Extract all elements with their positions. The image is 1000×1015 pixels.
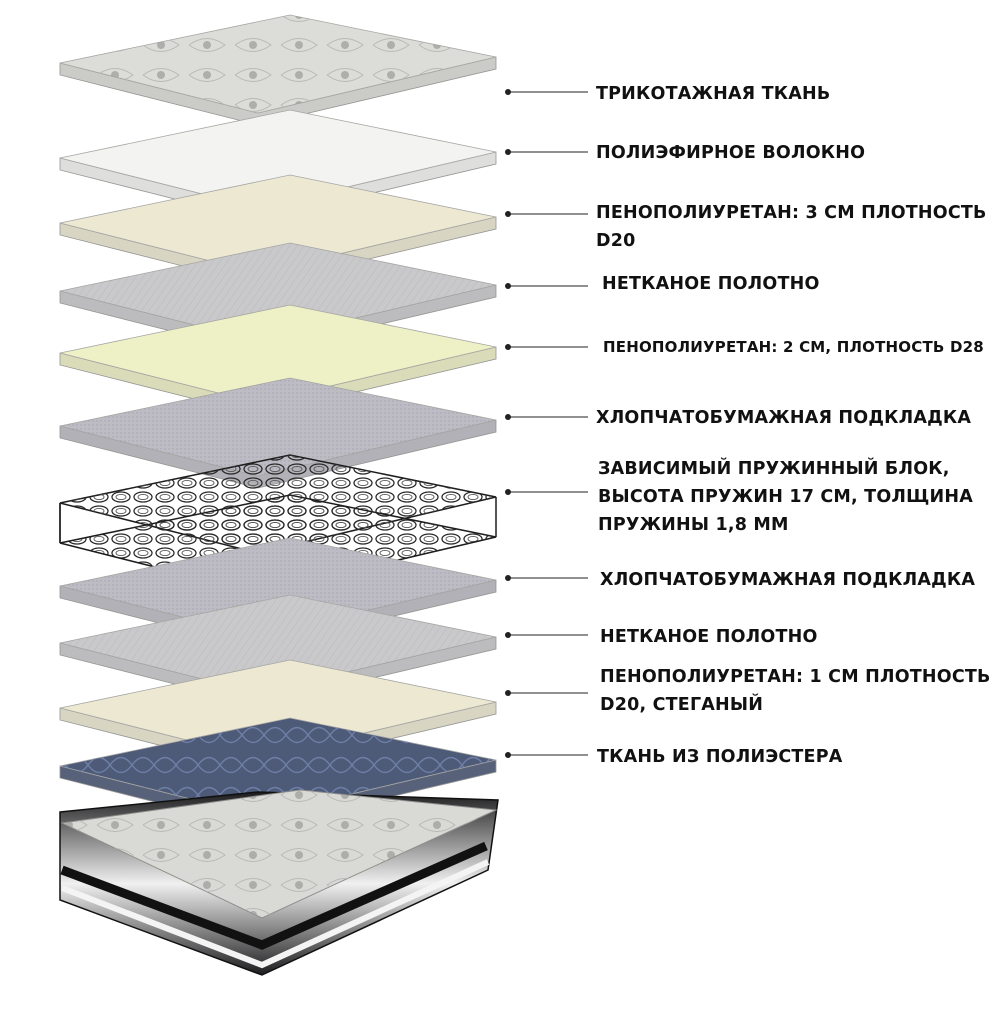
assembled-mattress <box>59 789 499 976</box>
layer-1-knitted-fabric <box>59 14 497 126</box>
layer-label: ПЕНОПОЛИУРЕТАН: 2 СМ, ПЛОТНОСТЬ D28 <box>603 338 984 356</box>
layer-label: ПОЛИЭФИРНОЕ ВОЛОКНО <box>596 143 866 163</box>
layer-label: ХЛОПЧАТОБУМАЖНАЯ ПОДКЛАДКА <box>600 570 976 590</box>
layer-label: ТКАНЬ ИЗ ПОЛИЭСТЕРА <box>597 747 843 767</box>
layer-label: ПЕНОПОЛИУРЕТАН: 1 СМ ПЛОТНОСТЬ D20, СТЕГ… <box>600 667 991 715</box>
layer-label: НЕТКАНОЕ ПОЛОТНО <box>600 627 818 647</box>
layer-label: ПЕНОПОЛИУРЕТАН: 3 СМ ПЛОТНОСТЬ D20 <box>596 203 987 251</box>
layer-label: ТРИКОТАЖНАЯ ТКАНЬ <box>596 84 831 104</box>
layer-label: НЕТКАНОЕ ПОЛОТНО <box>602 274 820 294</box>
layer-label: ЗАВИСИМЫЙ ПРУЖИННЫЙ БЛОК, ВЫСОТА ПРУЖИН … <box>598 459 973 535</box>
layer-label: ХЛОПЧАТОБУМАЖНАЯ ПОДКЛАДКА <box>596 408 972 428</box>
